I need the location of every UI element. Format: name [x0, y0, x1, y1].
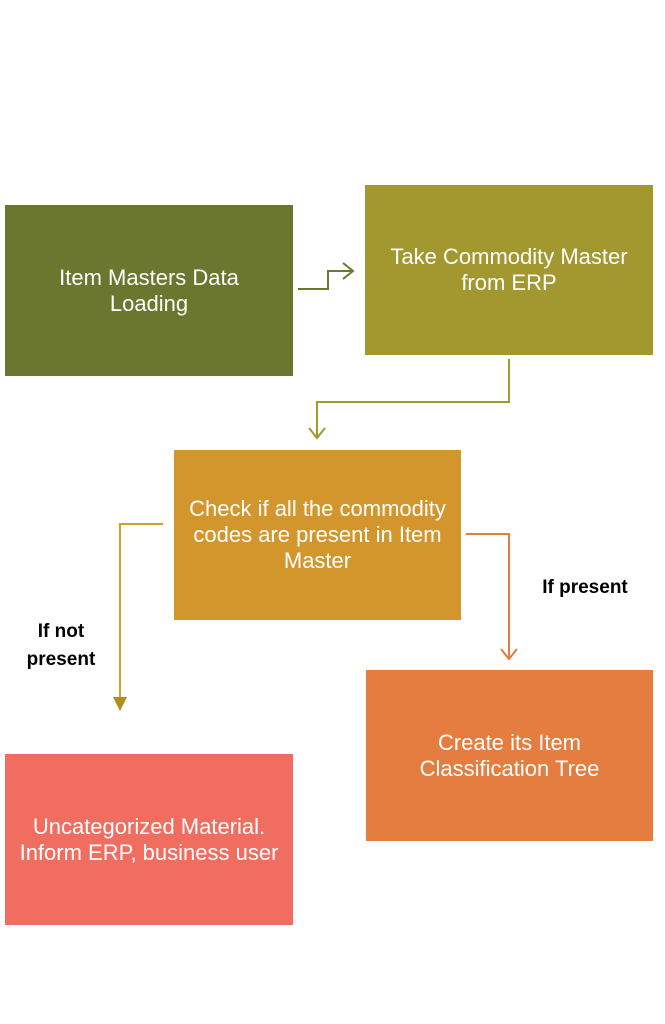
edge-label-if-not-present: If not present — [26, 621, 96, 670]
node-uncategorized-material: Uncategorized Material. Inform ERP, busi… — [5, 754, 293, 925]
node-take-commodity-master: Take Commodity Master from ERP — [365, 185, 653, 355]
node-item-masters-data-loading: Item Masters Data Loading — [5, 205, 293, 376]
arrowhead-check-to-create — [500, 648, 518, 661]
node-create-classification-tree: Create its Item Classification Tree — [366, 670, 653, 841]
arrowhead-load-to-take — [342, 262, 355, 280]
node-label: Item Masters Data Loading — [59, 264, 239, 316]
arrow-load-to-take — [298, 270, 352, 290]
arrow-check-to-uncategorized — [119, 523, 163, 697]
edge-label-if-present: If present — [542, 577, 628, 598]
arrowhead-check-to-uncategorized — [113, 697, 127, 711]
node-label: Take Commodity Master from ERP — [390, 244, 628, 295]
node-check-commodity-codes: Check if all the commodity codes are pre… — [174, 450, 461, 620]
arrow-take-to-check — [316, 359, 510, 437]
node-label: Create its Item Classification Tree — [419, 729, 600, 781]
arrowhead-take-to-check — [308, 427, 326, 440]
arrow-check-to-create — [466, 533, 510, 658]
node-label: Check if all the commodity codes are pre… — [189, 496, 446, 573]
node-label: Uncategorized Material. Inform ERP, busi… — [19, 813, 279, 865]
